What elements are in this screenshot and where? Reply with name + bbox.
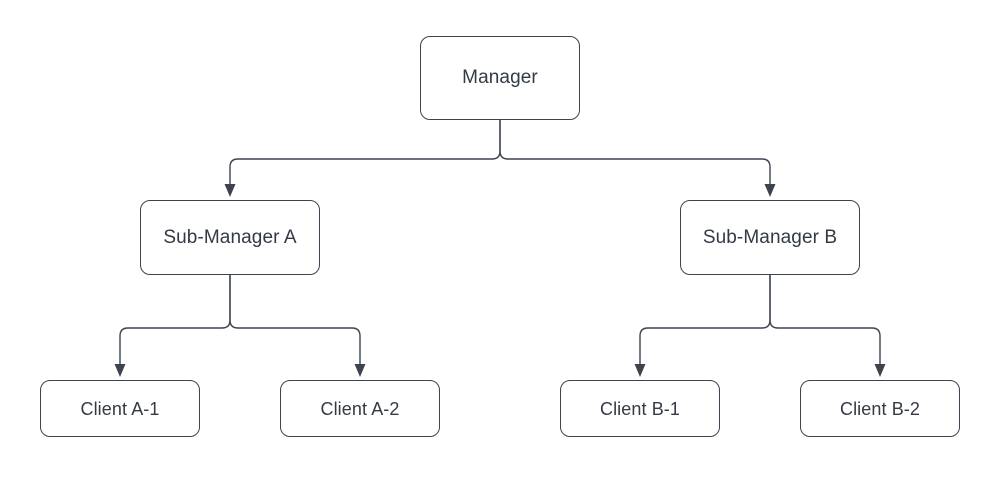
node-client-a-2-label: Client A-2 (320, 398, 400, 419)
arrowhead-icon (354, 364, 366, 377)
arrowhead-icon (224, 184, 236, 197)
node-client-b-1[interactable]: Client B-1 (560, 380, 720, 437)
node-client-b-2-label: Client B-2 (839, 398, 921, 419)
arrowhead-icon (114, 364, 126, 377)
arrowhead-icon (634, 364, 646, 377)
node-client-a-2[interactable]: Client A-2 (280, 380, 440, 437)
node-sub-manager-a-label: Sub-Manager A (163, 226, 297, 248)
edge-manager-sub-manager-b (499, 120, 776, 197)
edge-sub-manager-b-client-b-1 (634, 275, 771, 377)
node-sub-manager-b[interactable]: Sub-Manager B (680, 200, 860, 275)
edge-manager-sub-manager-a (224, 120, 501, 197)
node-client-b-2[interactable]: Client B-2 (800, 380, 960, 437)
node-client-b-1-label: Client B-1 (599, 398, 681, 419)
node-client-a-1-label: Client A-1 (80, 398, 160, 419)
node-sub-manager-b-label: Sub-Manager B (702, 226, 838, 248)
node-manager[interactable]: Manager (420, 36, 580, 120)
node-sub-manager-a[interactable]: Sub-Manager A (140, 200, 320, 275)
node-manager-label: Manager (462, 67, 538, 88)
arrowhead-icon (874, 364, 886, 377)
edge-sub-manager-a-client-a-1 (114, 275, 231, 377)
node-client-a-1[interactable]: Client A-1 (40, 380, 200, 437)
edge-sub-manager-a-client-a-2 (229, 275, 366, 377)
edge-sub-manager-b-client-b-2 (769, 275, 886, 377)
arrowhead-icon (764, 184, 776, 197)
